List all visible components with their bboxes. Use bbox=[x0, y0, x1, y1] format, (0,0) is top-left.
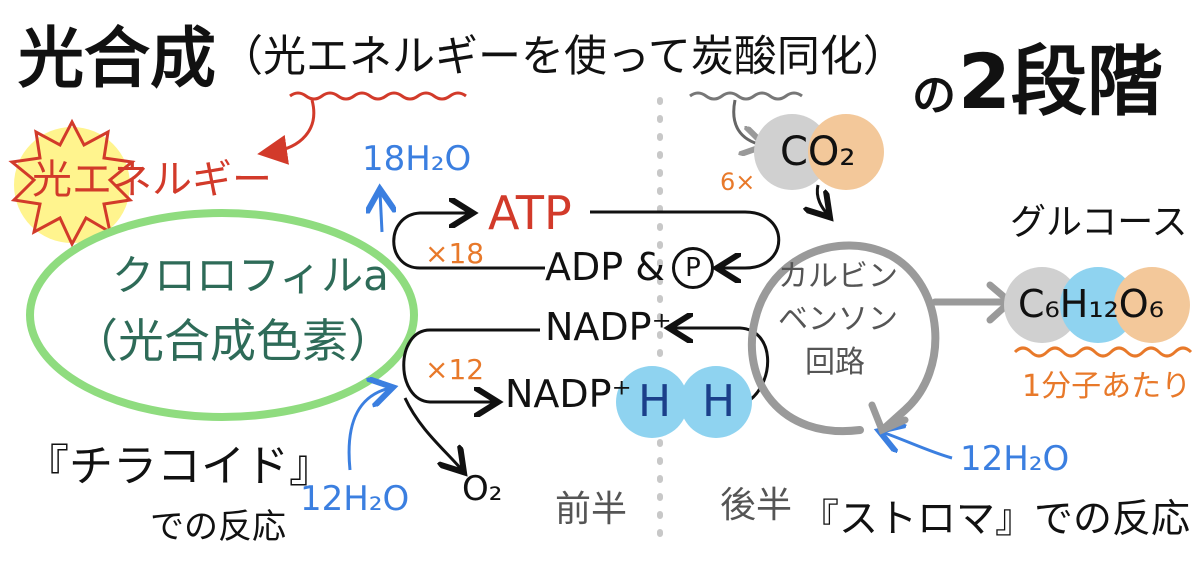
carbon-circle bbox=[754, 114, 830, 190]
hydrogen-circle bbox=[1060, 267, 1136, 343]
stroma-label: 『ストロマ』での反応 bbox=[800, 497, 1191, 542]
water-out-label: 18H₂O bbox=[362, 139, 472, 179]
nadp-bottom-label: NADP⁺ bbox=[505, 372, 632, 416]
arrow-adp-to-atp bbox=[392, 213, 545, 270]
title-photosynthesis: 光合成 bbox=[18, 20, 216, 97]
arrow-nadph-to-nadp bbox=[672, 328, 770, 402]
atp-multiplier: ×18 bbox=[425, 237, 485, 270]
co2-multiplier: 6× bbox=[720, 168, 756, 196]
hydrogen-label: H bbox=[638, 376, 672, 427]
atp-label: ATP bbox=[488, 186, 572, 240]
title-two-stages: 2段階 bbox=[958, 37, 1163, 126]
chlorophyll-label: クロロフィルa bbox=[112, 251, 389, 300]
sun-icon bbox=[8, 118, 136, 248]
hydrogen-circle bbox=[680, 366, 752, 438]
arrow-water-out bbox=[380, 192, 382, 233]
hydrogen-label: H bbox=[702, 376, 736, 427]
title-particle: の bbox=[912, 70, 956, 121]
glucose-formula: C₆H₁₂O₆ bbox=[1018, 282, 1164, 326]
co2-label: CO₂ bbox=[780, 129, 856, 175]
sun-glow bbox=[14, 127, 130, 243]
calvin-line3: 回路 bbox=[805, 345, 865, 380]
second-half-label: 後半 bbox=[720, 485, 793, 526]
arrow-oxygen bbox=[403, 397, 462, 470]
chlorophyll-ellipse bbox=[26, 209, 418, 421]
per-molecule-note: 1分子あたり bbox=[1022, 369, 1192, 404]
calvin-line1: カルビン bbox=[778, 259, 898, 294]
orange-wavy-underline bbox=[1013, 346, 1193, 358]
title-subtitle: （光エネルギーを使って炭酸同化） bbox=[220, 32, 906, 82]
thylakoid-label: 『チラコイド』 bbox=[25, 441, 333, 492]
phosphate-icon: P bbox=[672, 247, 714, 289]
arrow-co2-to-calvin bbox=[817, 184, 828, 215]
pigment-label: （光合成色素） bbox=[72, 314, 394, 368]
thylakoid-reaction-label: での反応 bbox=[150, 507, 286, 547]
calvin-cycle-circle bbox=[747, 241, 940, 436]
arrow-atp-to-adp bbox=[590, 210, 781, 268]
arrow-water-in-left bbox=[347, 388, 390, 471]
red-arrow bbox=[257, 99, 316, 165]
calvin-line2: ベンソン bbox=[778, 302, 898, 337]
first-half-label: 前半 bbox=[555, 489, 628, 530]
oxygen-circle bbox=[1114, 267, 1190, 343]
carbon-circle bbox=[1004, 267, 1080, 343]
water-in-left-label: 12H₂O bbox=[300, 479, 410, 519]
hydrogen-circle bbox=[616, 366, 688, 438]
wavy-underline-light bbox=[289, 91, 467, 101]
oxygen-label: O₂ bbox=[462, 469, 503, 509]
arrow-water-in-right bbox=[882, 432, 953, 460]
oxygen-circle bbox=[808, 114, 884, 190]
adp-label: ADP & bbox=[545, 245, 665, 289]
light-energy-label: 光エネルギー bbox=[32, 157, 272, 203]
calvin-arrowhead bbox=[868, 401, 909, 435]
wavy-underline-carbon bbox=[689, 91, 803, 101]
nadp-top-label: NADP⁺ bbox=[545, 305, 672, 349]
arrow-calvin-to-glucose bbox=[931, 281, 1016, 324]
arrow-nadp-to-nadph bbox=[402, 328, 540, 402]
nadp-multiplier: ×12 bbox=[425, 353, 485, 386]
glucose-label: グルコース bbox=[1010, 202, 1188, 243]
water-in-right-label: 12H₂O bbox=[960, 439, 1070, 479]
